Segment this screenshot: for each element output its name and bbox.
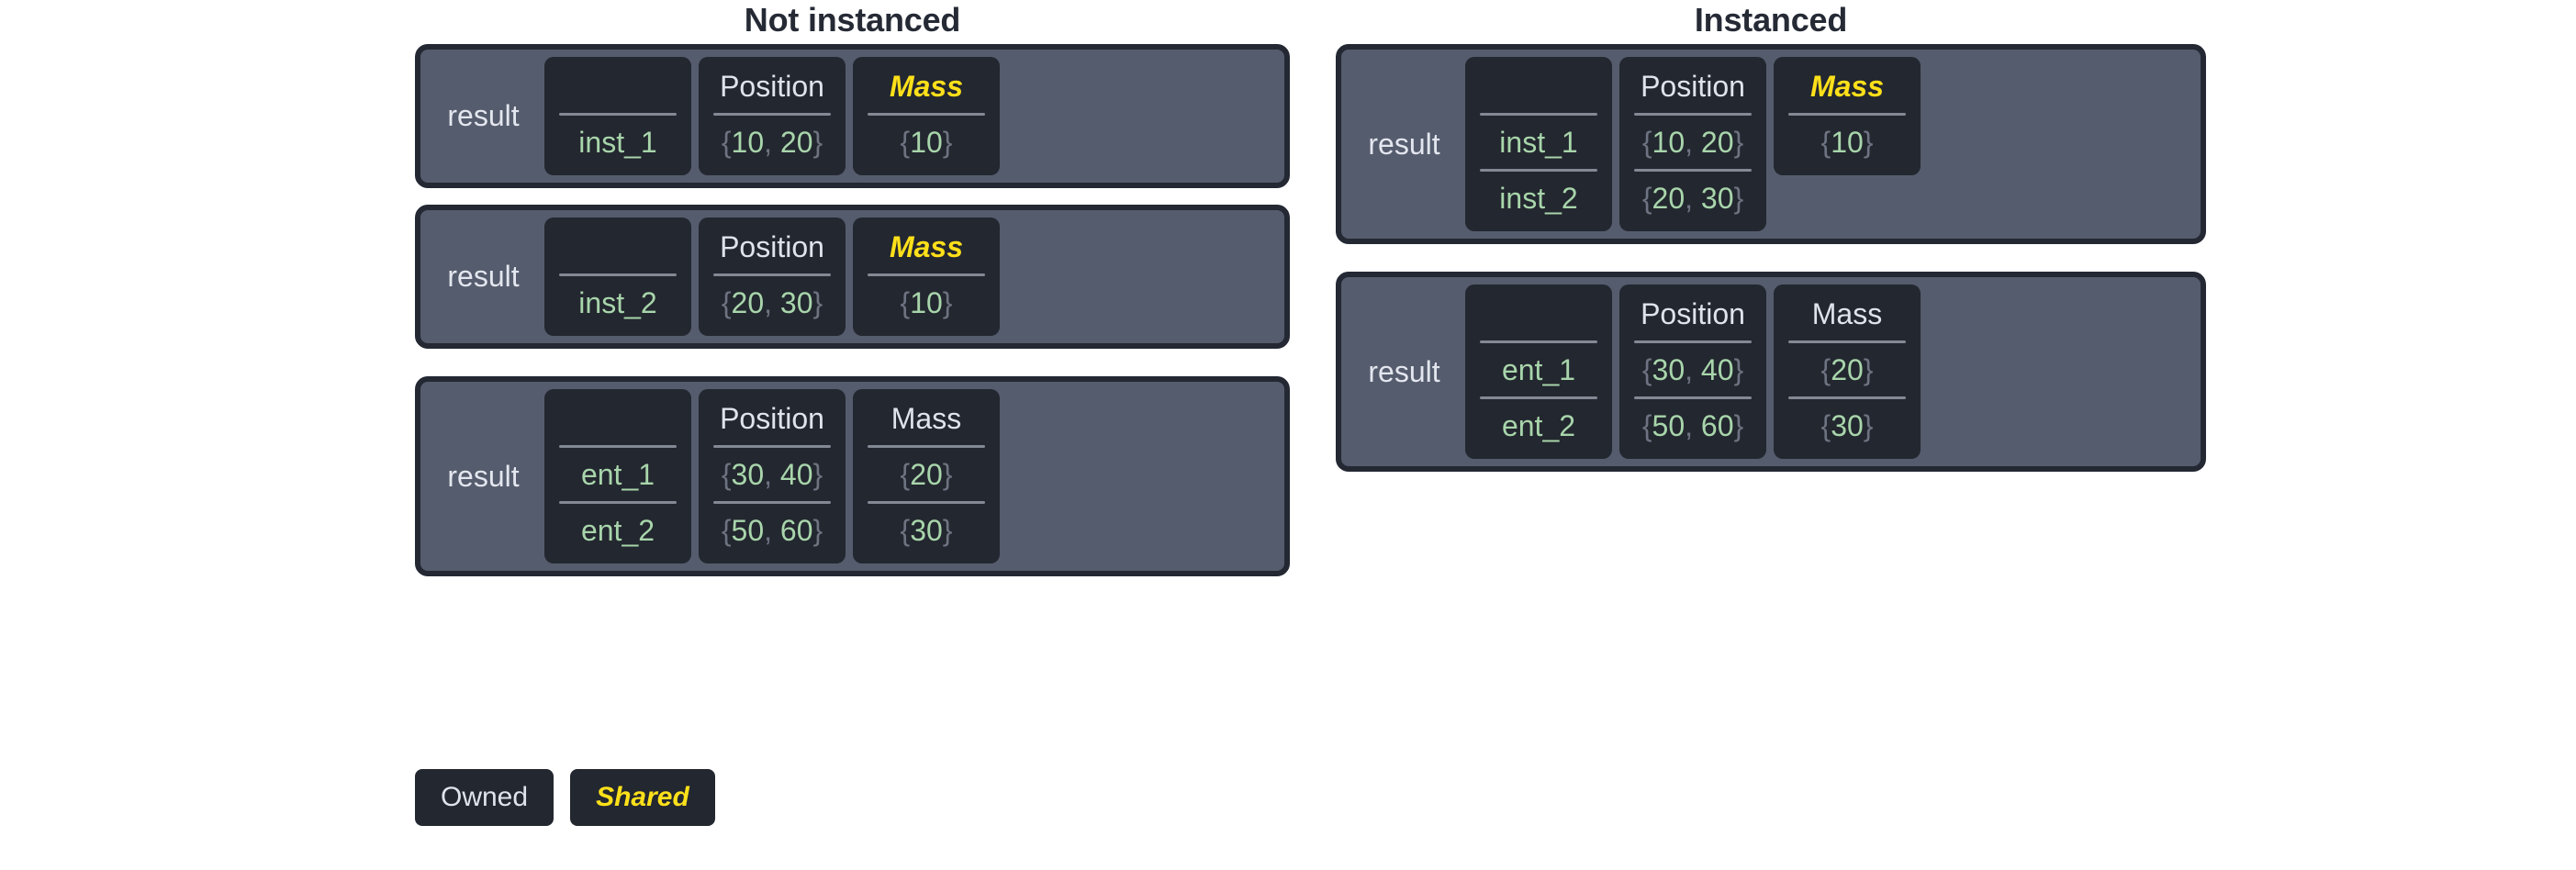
column-header-position: Position — [720, 402, 824, 435]
column-entity-name: xinst_1 — [544, 57, 691, 175]
row-divider — [1788, 396, 1906, 399]
result-panel: result xinst_1 Position {10, 20} Mass {10} — [415, 44, 1290, 188]
row-divider — [559, 501, 677, 504]
field-value: {10, 20} — [721, 126, 823, 159]
column-header-position: Position — [1641, 70, 1745, 103]
result-label: result — [447, 459, 520, 493]
row-divider — [559, 445, 677, 448]
row-divider — [1634, 169, 1752, 172]
column-field-mass: Mass {20} {30} — [1774, 284, 1921, 459]
entity-name-value: ent_1 — [1501, 353, 1576, 386]
column-field-position: Position {20, 30} — [699, 218, 846, 336]
column-header-mass: Mass — [1811, 297, 1883, 330]
column-field-position: Position {10, 20} {20, 30} — [1619, 57, 1766, 231]
result-label: result — [447, 260, 520, 293]
result-label: result — [1368, 127, 1440, 161]
row-divider — [868, 445, 985, 448]
row-divider — [713, 273, 831, 276]
column-header-position: Position — [720, 230, 824, 263]
entity-name-value: inst_1 — [578, 126, 657, 159]
field-value: {30, 40} — [1641, 353, 1744, 386]
row-divider — [868, 273, 985, 276]
row-divider — [713, 445, 831, 448]
field-value: {20, 30} — [1641, 182, 1744, 215]
entity-name-value: ent_2 — [580, 514, 655, 547]
column-field-mass: Mass {20} {30} — [853, 389, 1000, 563]
row-divider — [559, 273, 677, 276]
diagram-column-not-instanced: Not instanced resultxinst_1Position{10, … — [415, 0, 1290, 593]
row-divider — [1634, 396, 1752, 399]
column-header-mass: Mass — [890, 402, 962, 435]
column-field-position: Position {30, 40} {50, 60} — [1619, 284, 1766, 459]
column-header-mass: Mass — [1809, 70, 1885, 103]
field-value: {50, 60} — [1641, 409, 1744, 442]
result-label: result — [447, 99, 520, 132]
column-header-mass: Mass — [889, 230, 964, 263]
field-value: {10} — [900, 286, 953, 319]
field-value: {10} — [900, 126, 953, 159]
field-value: {20} — [900, 458, 953, 491]
column-field-mass: Mass {10} — [853, 57, 1000, 175]
field-value: {30} — [1820, 409, 1874, 442]
field-value: {10, 20} — [1641, 126, 1744, 159]
row-divider — [868, 113, 985, 116]
field-value: {20} — [1820, 353, 1874, 386]
legend-chip-shared: Shared — [570, 769, 715, 826]
column-field-mass: Mass {10} — [853, 218, 1000, 336]
row-divider — [1634, 340, 1752, 343]
column-field-mass: Mass {10} — [1774, 57, 1921, 175]
field-value: {50, 60} — [721, 514, 823, 547]
field-value: {20, 30} — [721, 286, 823, 319]
column-title-not-instanced: Not instanced — [744, 1, 961, 39]
entity-name-value: inst_2 — [1499, 182, 1578, 215]
legend-chip-owned: Owned — [415, 769, 554, 826]
row-divider — [559, 113, 677, 116]
row-divider — [868, 501, 985, 504]
row-divider — [1480, 169, 1597, 172]
row-divider — [1480, 340, 1597, 343]
column-header-position: Position — [720, 70, 824, 103]
row-divider — [1788, 340, 1906, 343]
row-divider — [1480, 396, 1597, 399]
entity-name-value: inst_2 — [578, 286, 657, 319]
field-value: {30} — [900, 514, 953, 547]
entity-name-value: inst_1 — [1499, 126, 1578, 159]
row-divider — [1634, 113, 1752, 116]
row-divider — [1480, 113, 1597, 116]
row-divider — [1788, 113, 1906, 116]
field-value: {10} — [1820, 126, 1874, 159]
column-header-mass: Mass — [889, 70, 964, 103]
entity-name-value: ent_2 — [1501, 409, 1576, 442]
result-panel: result xinst_2 Position {20, 30} Mass {10} — [415, 205, 1290, 349]
row-divider — [713, 113, 831, 116]
column-title-instanced: Instanced — [1694, 1, 1848, 39]
row-divider — [713, 501, 831, 504]
column-header-position: Position — [1641, 297, 1745, 330]
column-field-position: Position {30, 40} {50, 60} — [699, 389, 846, 563]
result-label: result — [1368, 354, 1440, 388]
result-table: xinst_1 Position {10, 20} Mass {10} — [544, 57, 1277, 175]
field-value: {30, 40} — [721, 458, 823, 491]
result-table: xinst_2 Position {20, 30} Mass {10} — [544, 218, 1277, 336]
diagram-column-instanced: Instanced resultxinst_1inst_2Position{10… — [1336, 0, 2206, 488]
column-field-position: Position {10, 20} — [699, 57, 846, 175]
legend: Owned Shared — [415, 769, 715, 826]
entity-name-value: ent_1 — [580, 458, 655, 491]
column-entity-name: xinst_2 — [544, 218, 691, 336]
